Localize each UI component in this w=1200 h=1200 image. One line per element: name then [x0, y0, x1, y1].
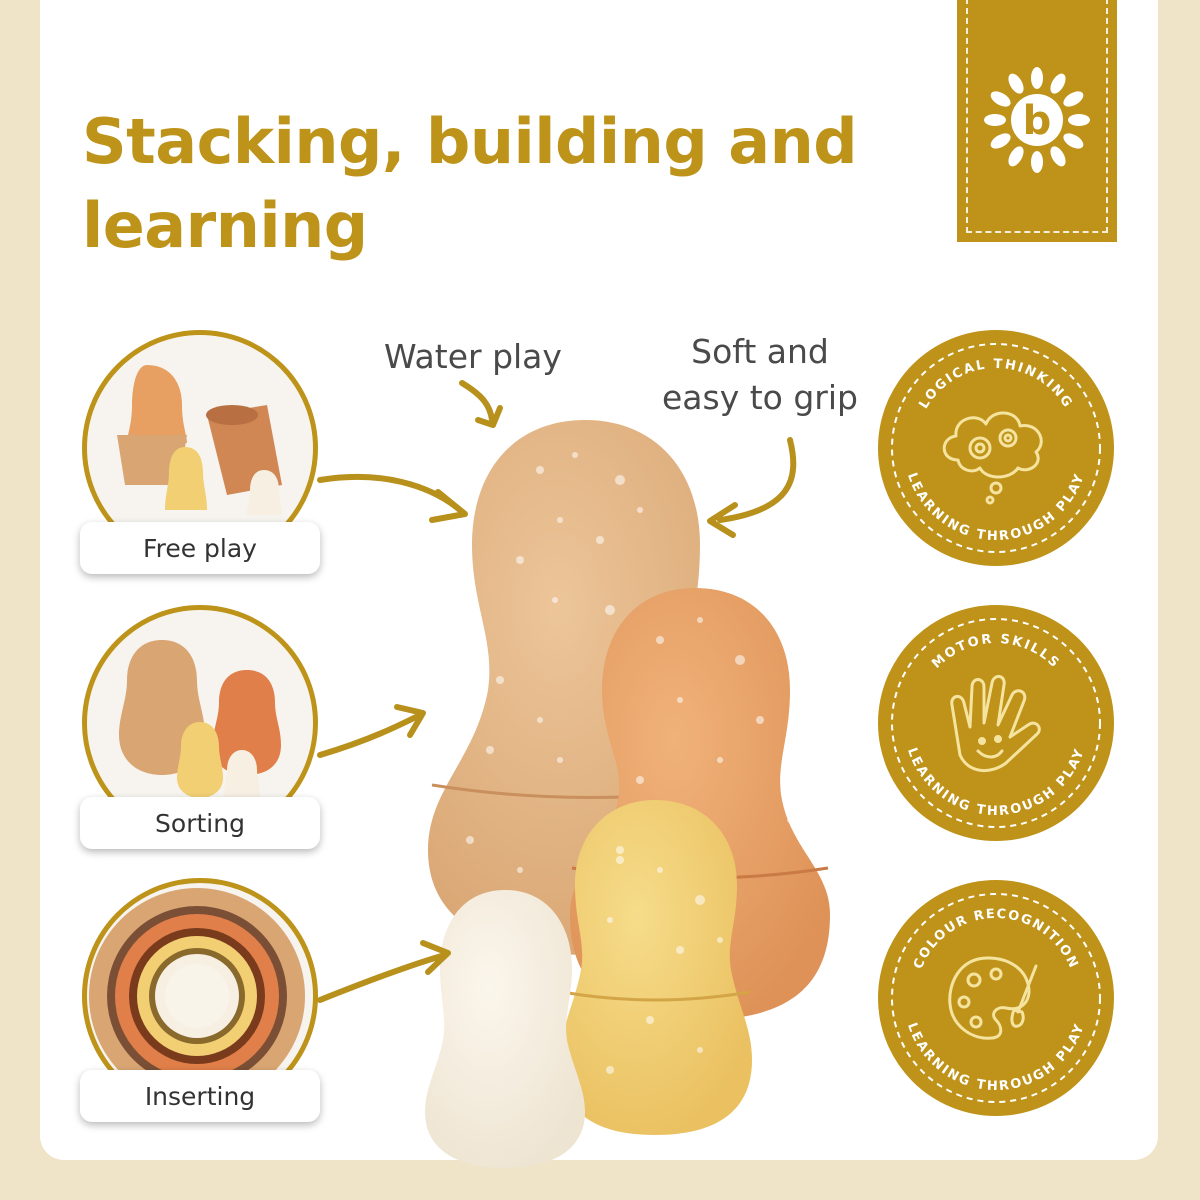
soft-grip-arrow: [717, 437, 797, 523]
thought-cloud-gears-icon: [942, 411, 1043, 505]
motor-skills-badge: MOTOR SKILLS LEARNING THROUGH PLAY: [878, 605, 1114, 841]
soft-grip-callout-line2: easy to grip: [662, 378, 858, 417]
soft-grip-callout-line1: Soft and: [691, 332, 829, 371]
colour-recognition-badge: COLOUR RECOGNITION LEARNING THROUGH PLAY: [878, 880, 1114, 1116]
headline: Stacking, building and learning: [82, 105, 858, 262]
free-play-dolls-image: [117, 365, 282, 515]
logical-thinking-badge: LOGICAL THINKING LEARNING THROUGH PLAY: [878, 330, 1114, 566]
smiling-hand-icon: [950, 675, 1041, 772]
brand-logo-letter: b: [1023, 98, 1052, 144]
sorting-dolls-image: [119, 640, 281, 810]
small-doll: [560, 800, 752, 1135]
tiny-doll: [425, 890, 585, 1168]
sorting-label: Sorting: [80, 797, 320, 849]
paint-palette-icon: [948, 956, 1038, 1040]
tag-stitching: [966, 0, 1108, 233]
water-play-arrow: [459, 380, 495, 423]
brand-tag: b: [957, 0, 1117, 242]
inserting-label: Inserting: [80, 1070, 320, 1122]
brand-logo-icon: b: [984, 67, 1090, 173]
inserting-arrow: [317, 952, 448, 1003]
inserting-cups-image: [89, 888, 305, 1104]
free-play-label: Free play: [80, 522, 320, 574]
sorting-arrow: [317, 712, 423, 758]
water-play-callout: Water play: [384, 337, 562, 376]
